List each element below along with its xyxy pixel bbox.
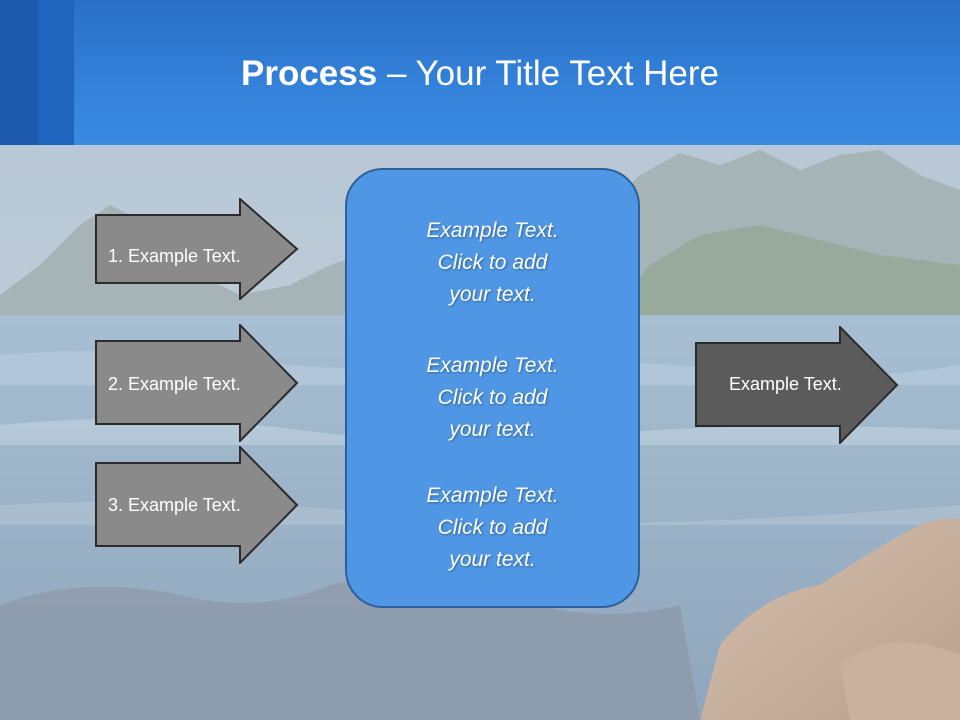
header-accent-stripe: [0, 0, 38, 145]
title-bar: Process – Your Title Text Here: [0, 0, 960, 145]
left-arrow-2[interactable]: [94, 324, 300, 442]
title-bold: Process: [241, 54, 378, 93]
left-arrow-2-label: 2. Example Text.: [108, 374, 241, 394]
text-line: Click to add: [437, 251, 548, 274]
text-line: Example Text.: [426, 484, 559, 507]
text-line: Example Text.: [426, 219, 559, 242]
text-line: Click to add: [437, 516, 548, 539]
center-text-box[interactable]: Example Text. Click to add your text. Ex…: [345, 168, 640, 608]
text-line: your text.: [449, 418, 536, 441]
left-arrow-3-label: 3. Example Text.: [108, 495, 241, 515]
text-line: your text.: [449, 283, 536, 306]
text-block-2: Example Text. Click to add your text.: [347, 350, 638, 446]
left-arrow-3[interactable]: [94, 446, 300, 564]
title-rest: – Your Title Text Here: [377, 54, 719, 93]
header-accent-stripe: [38, 0, 74, 145]
text-line: Example Text.: [426, 354, 559, 377]
text-block-1: Example Text. Click to add your text.: [347, 215, 638, 311]
slide-title[interactable]: Process – Your Title Text Here: [0, 52, 960, 96]
right-arrow[interactable]: [694, 326, 900, 444]
left-arrow-1-label: 1. Example Text.: [108, 246, 241, 266]
text-block-3: Example Text. Click to add your text.: [347, 480, 638, 576]
left-arrow-1[interactable]: [94, 198, 300, 300]
text-line: your text.: [449, 548, 536, 571]
text-line: Click to add: [437, 386, 548, 409]
right-arrow-label: Example Text.: [729, 374, 842, 394]
